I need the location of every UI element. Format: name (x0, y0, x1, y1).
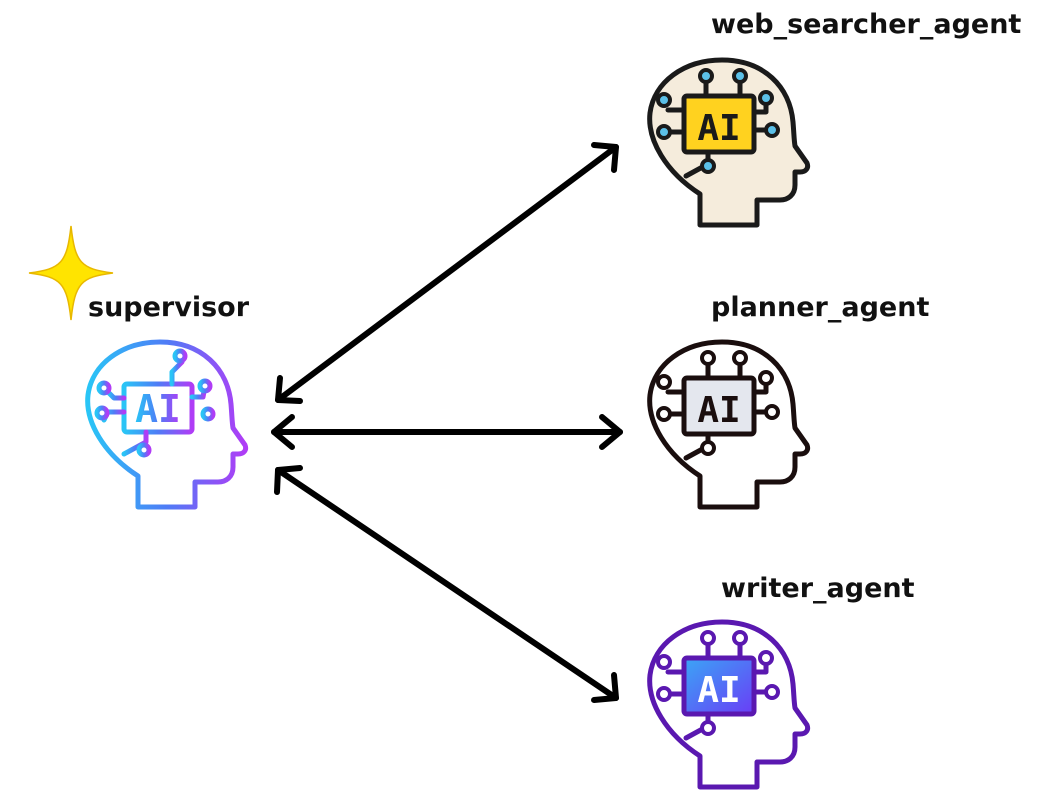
node-label-web-searcher-agent: web_searcher_agent (711, 9, 1021, 40)
writer-ai-head-icon: AI (650, 622, 808, 787)
edge-supervisor-writer (274, 465, 619, 703)
chip-text-web-searcher: AI (697, 108, 740, 149)
node-label-planner-agent: planner_agent (711, 292, 929, 323)
chip-text-supervisor: AI (135, 387, 181, 431)
node-label-supervisor: supervisor (88, 292, 250, 323)
edge-supervisor-web-searcher (275, 142, 619, 404)
web-searcher-ai-head-icon: AI (650, 60, 808, 225)
node-label-writer-agent: writer_agent (721, 573, 915, 604)
chip-text-planner: AI (697, 390, 740, 431)
supervisor-ai-head-icon: AI (88, 342, 246, 507)
edge-supervisor-planner (271, 414, 623, 450)
planner-ai-head-icon: AI (650, 342, 808, 507)
sparkle-star-icon (28, 225, 114, 321)
chip-text-writer: AI (697, 670, 740, 711)
